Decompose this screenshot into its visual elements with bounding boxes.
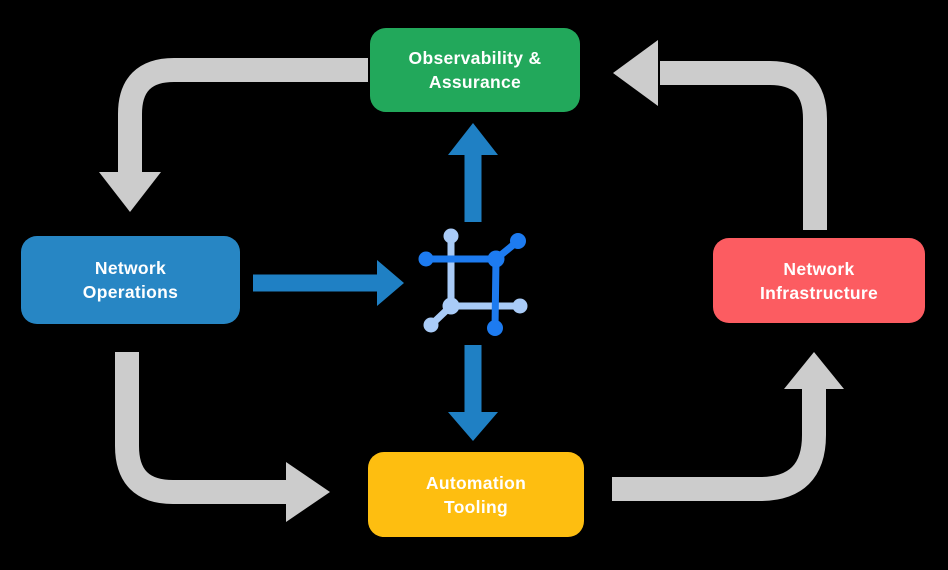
icon-node-top	[443, 228, 459, 244]
icon-junction-bottom-left	[442, 297, 460, 315]
node-label-line: Automation	[425, 472, 527, 493]
arrow-infrastructure-to-observability	[613, 40, 827, 230]
node-network-operations: Network Operations	[21, 236, 240, 324]
node-label-line: Network	[783, 258, 855, 279]
arrow-automation-to-infrastructure	[612, 352, 844, 501]
arrowhead-down-icon	[99, 172, 161, 212]
icon-node-top-right	[510, 233, 526, 249]
arrow-center-to-observability	[448, 123, 498, 222]
arrowhead-up-icon	[784, 352, 844, 389]
arrow-shaft	[660, 61, 827, 230]
arrowhead-left-icon	[613, 40, 658, 106]
icon-node-bottom-left	[423, 317, 439, 333]
node-automation-tooling: Automation Tooling	[368, 452, 584, 537]
arrow-observability-to-operations	[99, 58, 368, 212]
arrow-shaft	[612, 387, 826, 501]
icon-line-right	[491, 255, 500, 332]
arrow-center-to-automation	[448, 345, 498, 441]
icon-junction-top-right	[487, 250, 505, 268]
arrow-shaft	[118, 58, 368, 174]
node-label-line: Observability &	[408, 48, 542, 68]
arrow-shaft	[115, 352, 288, 504]
icon-node-right	[512, 298, 528, 314]
arrow-operations-to-center	[253, 260, 404, 306]
arrow-operations-to-automation	[115, 352, 330, 522]
icon-node-left	[418, 251, 434, 267]
icon-node-bottom	[487, 320, 503, 336]
network-automation-icon	[418, 228, 528, 336]
node-label-line: Tooling	[444, 496, 508, 517]
node-network-infrastructure: Network Infrastructure	[713, 238, 925, 323]
node-label-line: Network	[94, 258, 167, 278]
node-label-line: Infrastructure	[760, 282, 878, 303]
node-observability-assurance: Observability & Assurance	[370, 28, 580, 112]
arrowhead-right-icon	[286, 462, 330, 522]
node-label-line: Operations	[82, 282, 179, 302]
node-label-line: Assurance	[428, 72, 522, 92]
